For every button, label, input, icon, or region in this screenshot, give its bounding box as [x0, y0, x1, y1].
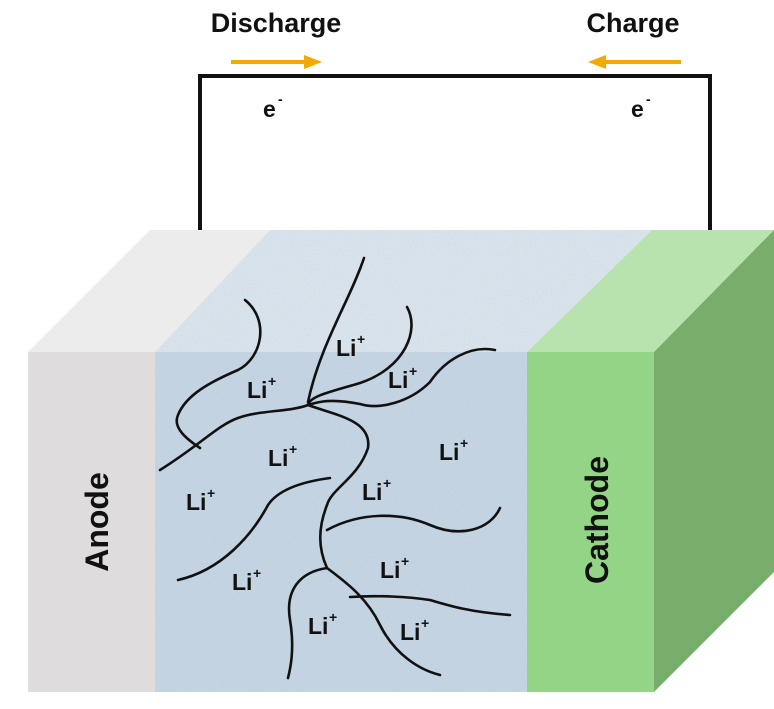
li-ion-label: Li + [308, 609, 337, 639]
dendrite-path [175, 298, 262, 450]
svg-text:e: e [263, 96, 276, 122]
svg-text:-: - [278, 91, 283, 107]
li-ion-label: Li + [247, 373, 276, 403]
dendrite-path [325, 506, 502, 533]
li-ion-label: Li + [439, 435, 468, 465]
svg-text:Li: Li [186, 489, 206, 515]
dendrite-path [306, 256, 366, 404]
svg-text:Li: Li [380, 557, 400, 583]
dendrite-path [306, 305, 413, 407]
svg-text:+: + [253, 565, 261, 581]
li-ion-label: Li + [380, 553, 409, 583]
dendrite-path [158, 403, 310, 472]
anode-label: Anode [79, 472, 115, 572]
li-ion-label: Li + [388, 363, 417, 393]
svg-text:Li: Li [400, 619, 420, 645]
svg-text:Li: Li [336, 335, 356, 361]
svg-text:Li: Li [439, 439, 459, 465]
svg-text:+: + [409, 363, 417, 379]
svg-text:+: + [401, 553, 409, 569]
svg-text:+: + [383, 475, 391, 491]
dendrite-path [325, 566, 442, 677]
li-ion-label: Li + [336, 331, 365, 361]
svg-text:+: + [268, 373, 276, 389]
svg-text:+: + [357, 331, 365, 347]
svg-text:Li: Li [268, 445, 288, 471]
cathode-label: Cathode [579, 456, 615, 584]
li-ion-label: Li + [232, 565, 261, 595]
svg-text:Li: Li [362, 479, 382, 505]
li-ion-label: Li + [268, 441, 297, 471]
li-ion-label: Li + [400, 615, 429, 645]
svg-text:e: e [631, 96, 644, 122]
cathode-top-face [527, 230, 774, 352]
anode-front-face [28, 352, 155, 692]
svg-text:Li: Li [388, 367, 408, 393]
svg-text:Li: Li [232, 569, 252, 595]
li-ion-label: Li + [362, 475, 391, 505]
svg-text:-: - [646, 91, 651, 107]
svg-text:+: + [329, 609, 337, 625]
dendrite-path [306, 403, 370, 570]
charge-label: Charge [586, 8, 679, 38]
dendrite-lines [158, 256, 512, 680]
electron-label-left: e - [263, 91, 283, 122]
li-ion-label: Li + [186, 485, 215, 515]
li-ion-labels: Li + Li + Li + Li + Li + Li + Li + Li + [186, 331, 468, 645]
discharge-label: Discharge [211, 8, 342, 38]
cathode-side-face [654, 230, 774, 692]
dendrite-path [306, 347, 497, 408]
electron-label-right: e - [631, 91, 651, 122]
charge-arrow-icon [588, 55, 681, 69]
svg-text:Li: Li [247, 377, 267, 403]
dendrite-path [176, 476, 332, 582]
dendrite-path [286, 566, 329, 680]
svg-text:Li: Li [308, 613, 328, 639]
svg-text:+: + [207, 485, 215, 501]
circuit-wire [198, 74, 712, 230]
svg-text:+: + [421, 615, 429, 631]
anode-top-face [28, 230, 270, 352]
svg-text:+: + [460, 435, 468, 451]
cathode-front-face [527, 352, 654, 692]
svg-text:+: + [289, 441, 297, 457]
discharge-arrow-icon [231, 55, 322, 69]
dendrite-path [348, 594, 512, 617]
